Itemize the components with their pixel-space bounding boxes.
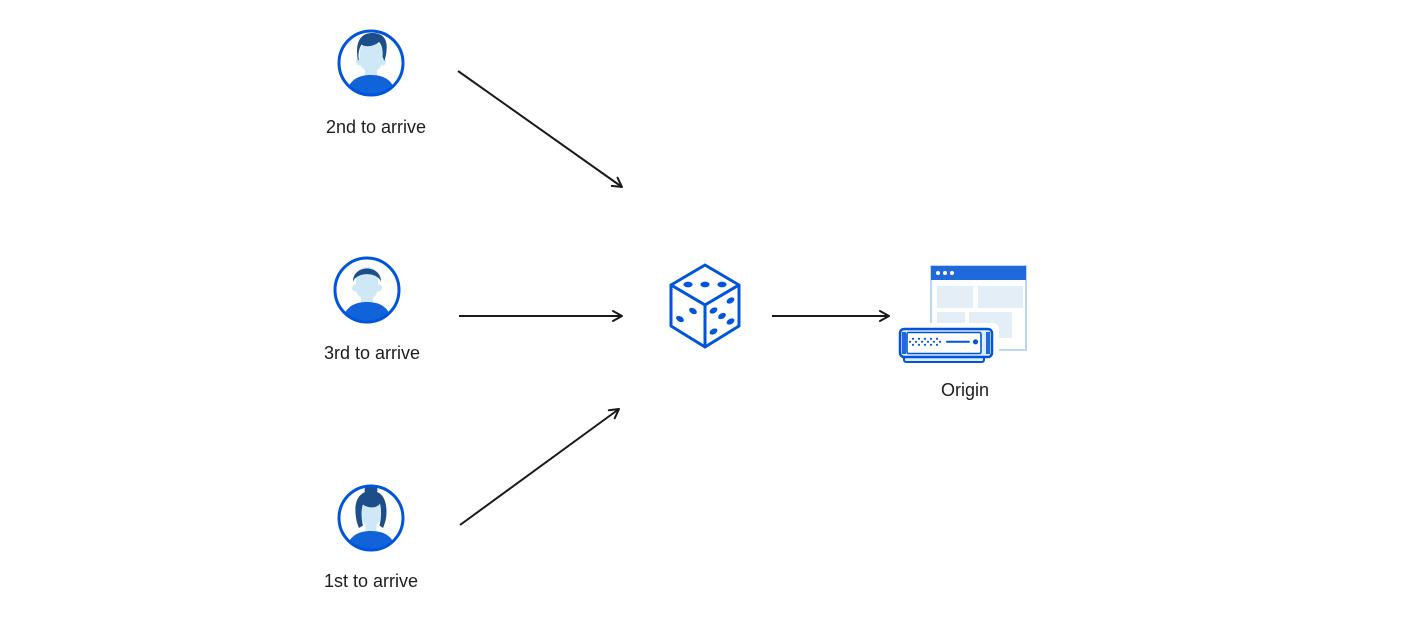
origin-browser-server-icon xyxy=(895,265,1027,364)
man-swept-hair-avatar-icon xyxy=(337,29,405,97)
origin-label: Origin xyxy=(940,380,990,400)
client-label-2nd: 2nd to arrive xyxy=(325,117,427,137)
client-label-1st: 1st to arrive xyxy=(323,571,419,591)
man-short-hair-avatar-icon xyxy=(333,256,401,324)
arrow-1st-to-dice xyxy=(459,408,620,526)
browser-titlebar xyxy=(931,266,1026,280)
arrow-2nd-to-dice xyxy=(457,70,623,188)
server-dot-pattern xyxy=(908,337,942,346)
woman-bun-avatar-icon xyxy=(337,484,405,552)
client-label-3rd: 3rd to arrive xyxy=(323,343,421,363)
dice-icon xyxy=(669,263,741,349)
